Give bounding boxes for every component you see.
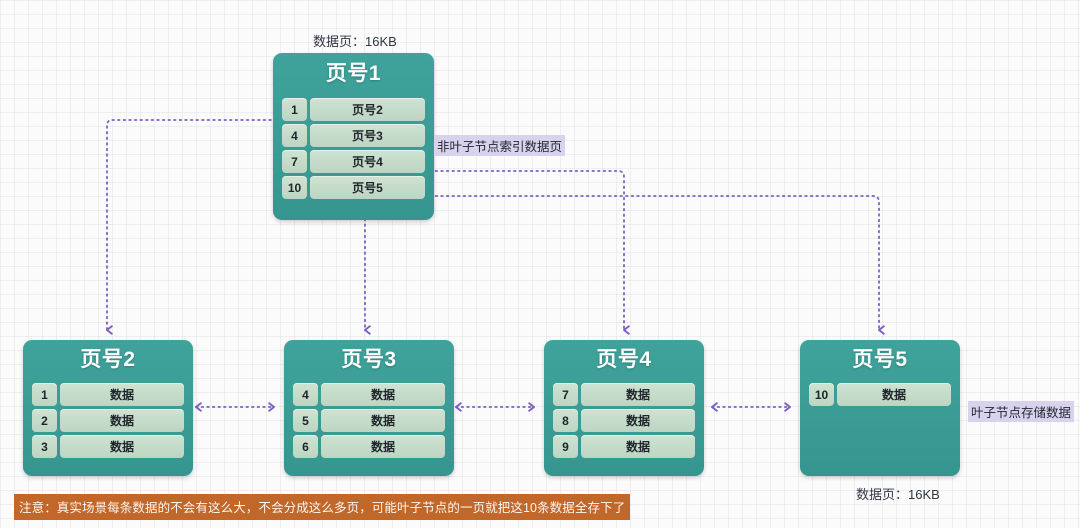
row-key: 2: [32, 409, 57, 432]
row-value: 页号2: [310, 98, 425, 121]
warning-banner: 注意：真实场景每条数据的不会有这么大，不会分成这么多页，可能叶子节点的一页就把这…: [14, 494, 631, 520]
table-row[interactable]: 10 数据: [809, 383, 951, 406]
row-key: 9: [553, 435, 578, 458]
table-row[interactable]: 3 数据: [32, 435, 184, 458]
table-row[interactable]: 10 页号5: [282, 176, 425, 199]
node-leaf-page4[interactable]: 页号4 7 数据 8 数据 9 数据: [544, 340, 704, 476]
edge-root-to-page4: [429, 170, 630, 335]
row-key: 8: [553, 409, 578, 432]
leaf-page-size-label: 数据页：16KB: [856, 487, 940, 502]
row-value: 数据: [60, 409, 184, 432]
node-root-page1[interactable]: 页号1 1 页号2 4 页号3 7 页号4 10 页号5: [273, 53, 434, 220]
row-value: 页号3: [310, 124, 425, 147]
node-rows-page1: 1 页号2 4 页号3 7 页号4 10 页号5: [282, 98, 425, 199]
table-row[interactable]: 6 数据: [293, 435, 445, 458]
row-value: 数据: [581, 435, 695, 458]
row-key: 6: [293, 435, 318, 458]
table-row[interactable]: 7 页号4: [282, 150, 425, 173]
row-value: 页号5: [310, 176, 425, 199]
row-key: 3: [32, 435, 57, 458]
row-value: 数据: [321, 435, 445, 458]
table-row[interactable]: 1 页号2: [282, 98, 425, 121]
row-key: 4: [282, 124, 307, 147]
row-value: 数据: [60, 383, 184, 406]
row-value: 数据: [60, 435, 184, 458]
row-value: 数据: [321, 383, 445, 406]
node-rows-page5: 10 数据: [809, 383, 951, 406]
row-value: 数据: [581, 383, 695, 406]
row-value: 数据: [581, 409, 695, 432]
node-rows-page2: 1 数据 2 数据 3 数据: [32, 383, 184, 458]
table-row[interactable]: 5 数据: [293, 409, 445, 432]
node-leaf-page2[interactable]: 页号2 1 数据 2 数据 3 数据: [23, 340, 193, 476]
node-rows-page4: 7 数据 8 数据 9 数据: [553, 383, 695, 458]
row-value: 页号4: [310, 150, 425, 173]
row-key: 1: [32, 383, 57, 406]
row-value: 数据: [321, 409, 445, 432]
node-title-page1: 页号1: [325, 62, 382, 85]
root-page-size-label: 数据页：16KB: [313, 34, 397, 49]
annotation-internal-node: 非叶子节点索引数据页: [434, 135, 566, 156]
table-row[interactable]: 9 数据: [553, 435, 695, 458]
row-value: 数据: [837, 383, 951, 406]
row-key: 10: [809, 383, 834, 406]
row-key: 7: [282, 150, 307, 173]
table-row[interactable]: 4 数据: [293, 383, 445, 406]
annotation-leaf-node: 叶子节点存储数据: [968, 401, 1075, 422]
node-title-page4: 页号4: [596, 348, 652, 371]
node-title-page5: 页号5: [852, 348, 908, 371]
edge-root-to-page5: [429, 195, 885, 335]
row-key: 7: [553, 383, 578, 406]
node-leaf-page3[interactable]: 页号3 4 数据 5 数据 6 数据: [284, 340, 454, 476]
node-leaf-page5[interactable]: 页号5 10 数据: [800, 340, 960, 476]
node-rows-page3: 4 数据 5 数据 6 数据: [293, 383, 445, 458]
table-row[interactable]: 1 数据: [32, 383, 184, 406]
node-title-page2: 页号2: [80, 348, 136, 371]
row-key: 5: [293, 409, 318, 432]
table-row[interactable]: 4 页号3: [282, 124, 425, 147]
row-key: 10: [282, 176, 307, 199]
row-key: 4: [293, 383, 318, 406]
table-row[interactable]: 2 数据: [32, 409, 184, 432]
edge-root-to-page2: [106, 119, 283, 335]
table-row[interactable]: 7 数据: [553, 383, 695, 406]
row-key: 1: [282, 98, 307, 121]
node-title-page3: 页号3: [341, 348, 397, 371]
table-row[interactable]: 8 数据: [553, 409, 695, 432]
